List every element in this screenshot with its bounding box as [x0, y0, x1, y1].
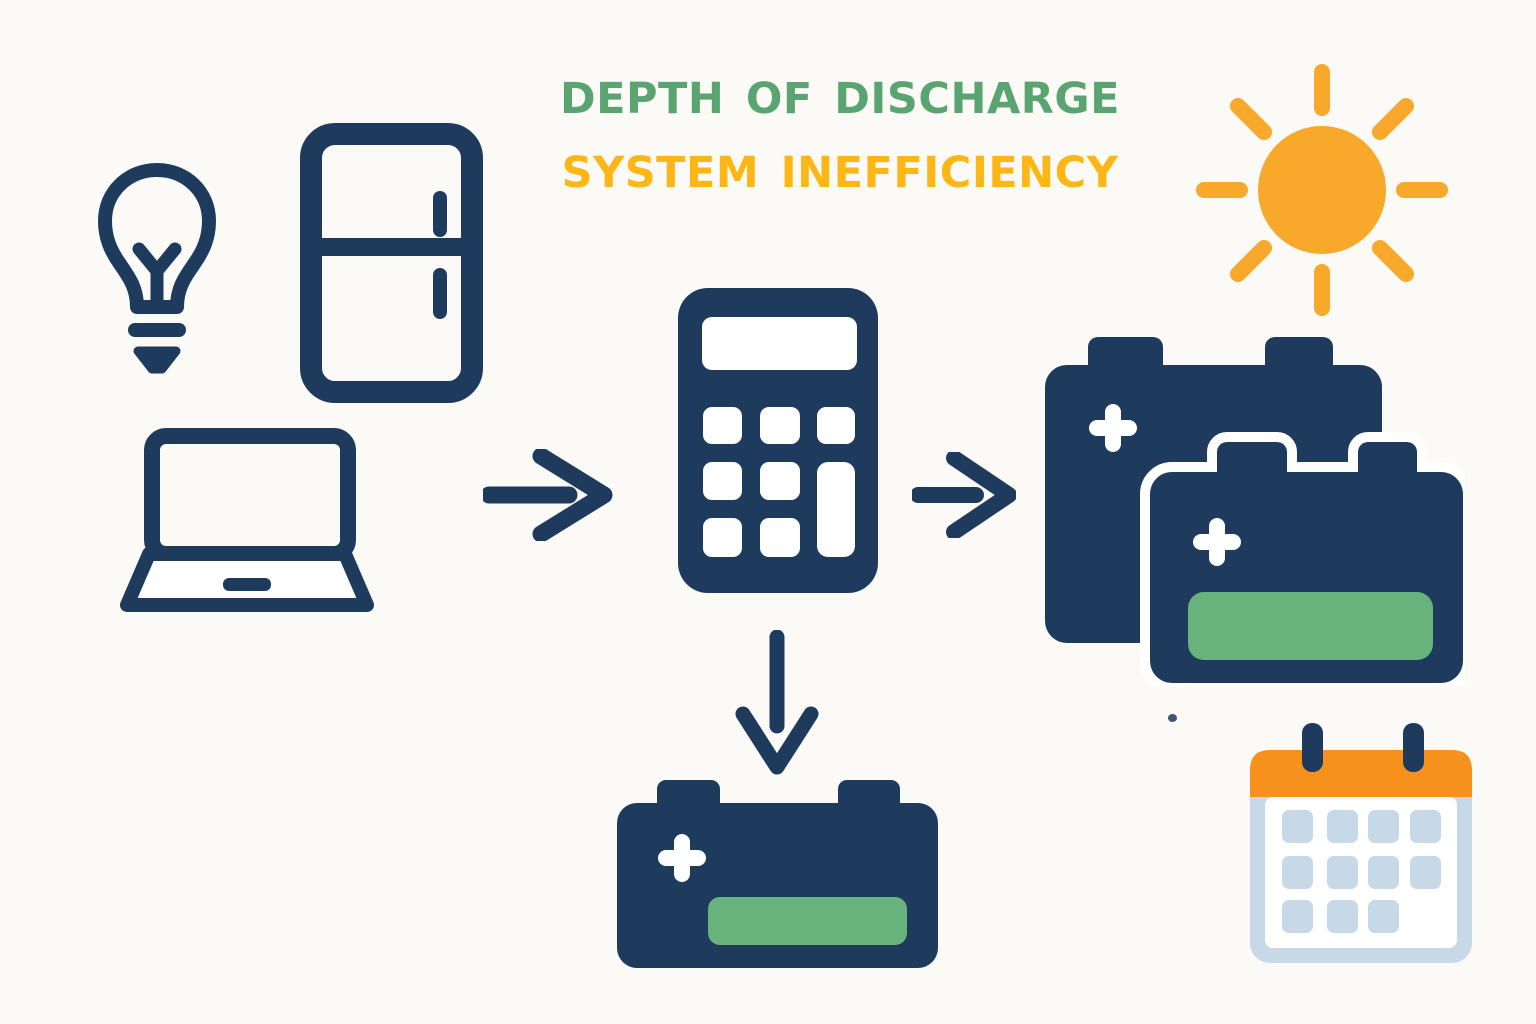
calculator-icon [678, 288, 878, 593]
arrow-down-icon [735, 630, 819, 775]
arrow-right-icon [912, 452, 1016, 538]
sun-icon [1196, 64, 1448, 316]
calendar-peg [1302, 723, 1323, 772]
battery-bank-icon [1045, 337, 1465, 687]
calendar-peg [1403, 723, 1424, 772]
arrow-right-icon [483, 449, 613, 541]
battery-front [1140, 432, 1465, 687]
lightbulb-icon [98, 163, 216, 374]
title-system-inefficiency: SYSTEM INEFFICIENCY [561, 148, 1119, 198]
ink-dot [1168, 714, 1177, 722]
calendar-icon [1250, 723, 1472, 963]
laptop-icon [120, 428, 374, 612]
refrigerator-icon [300, 123, 483, 403]
charge-level-bar [1188, 592, 1433, 660]
calendar-day-cells [1282, 810, 1441, 933]
charge-level-bar [708, 897, 907, 945]
single-battery-icon [617, 780, 938, 968]
title-depth-of-discharge: DEPTH OF DISCHARGE [559, 74, 1121, 124]
